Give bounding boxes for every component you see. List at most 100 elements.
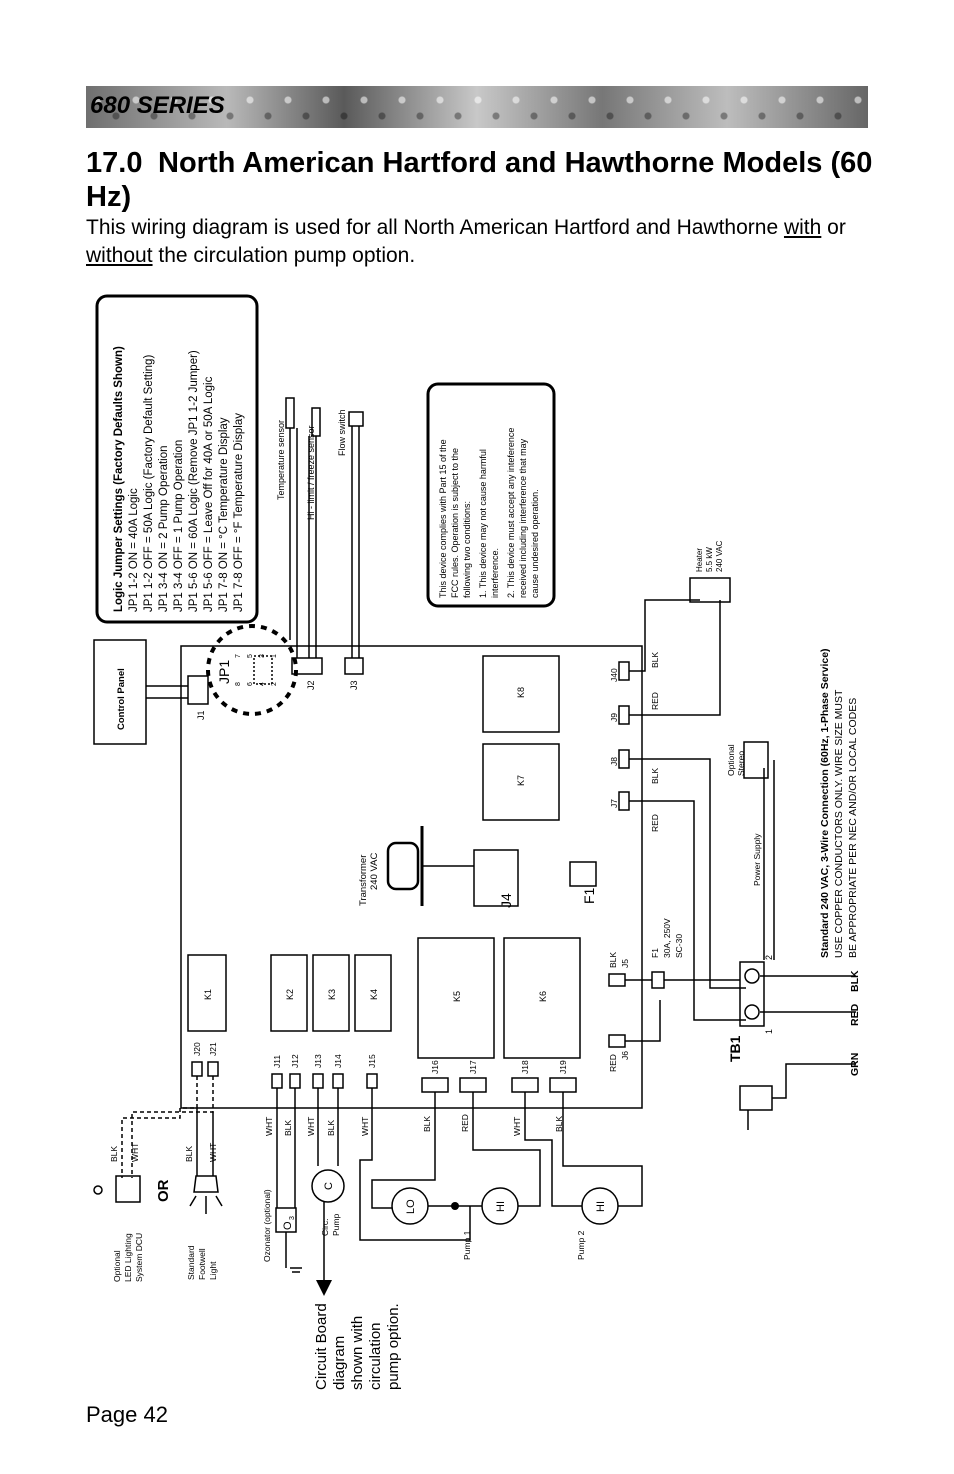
j16-blk-label: BLK (422, 1116, 432, 1132)
jp1-pin-5: 5 (247, 654, 254, 658)
j4-block (473, 849, 519, 907)
tb1-pin-1: 1 (764, 1029, 774, 1034)
jp1-pin-4: 4 (259, 682, 266, 686)
ozone-wht-label: WHT (264, 1117, 274, 1136)
jumper-settings-title: Logic Jumper Settings (Factory Defaults … (113, 346, 125, 612)
relay-k5 (417, 937, 495, 1059)
jp1-pin-1: 1 (271, 654, 278, 658)
jp1-pin-6: 6 (247, 682, 254, 686)
relay-k8-label: K8 (516, 687, 526, 698)
j19-blk-label: BLK (554, 1116, 564, 1132)
intro-text-2: the circulation pump option. (152, 244, 416, 267)
fcc-line: 1. This device may not cause harmful (478, 449, 488, 598)
caption-line: circulation (367, 1322, 384, 1390)
relay-k2 (270, 954, 308, 1032)
series-label: 680 SERIES (90, 92, 225, 119)
j2-label: J2 (306, 680, 316, 690)
section-number: 17.0 (86, 147, 143, 179)
j18-label: J18 (520, 1060, 530, 1074)
connector-j20 (191, 1061, 203, 1077)
pump1-wire-red (472, 1092, 541, 1207)
pump1-hi-symbol: HI (495, 1201, 507, 1212)
relay-k8 (482, 655, 560, 733)
pump1-lo-symbol: LO (405, 1199, 417, 1214)
footwell-label: Light (208, 1261, 218, 1280)
stereo-label: Stereo (736, 751, 746, 776)
pump1-wire-blk (371, 1092, 436, 1209)
fuse-rating: 30A, 250V (662, 918, 672, 958)
relay-k1-label: K1 (203, 989, 213, 1000)
ozone-blk-label: BLK (283, 1120, 293, 1136)
j4-label: J4 (498, 893, 514, 908)
relay-k1 (187, 954, 227, 1032)
section-title-text: North American Hartford and Hawthorne Mo… (86, 147, 873, 213)
connector-j11 (271, 1073, 283, 1089)
service-title: Standard 240 VAC, 3-Wire Connection (60H… (819, 648, 831, 958)
j17-label: J17 (468, 1060, 478, 1074)
relay-k2-label: K2 (285, 989, 295, 1000)
feed-red-label: RED (849, 1003, 861, 1026)
j1-label: J1 (196, 710, 206, 720)
control-panel (93, 639, 147, 745)
pump2-hi-motor (581, 1187, 619, 1225)
f1-label: F1 (581, 887, 597, 904)
right-wire-blk: BLK (650, 768, 660, 784)
footwell-lamp-icon (193, 1175, 219, 1193)
j18-wht-label: WHT (512, 1117, 522, 1136)
connector-j40 (618, 661, 630, 681)
temperature-sensor (285, 397, 295, 429)
jp1-label: JP1 (216, 660, 232, 684)
connector-j6 (608, 1034, 626, 1048)
right-wire-red: RED (650, 692, 660, 710)
connector-j16 (421, 1077, 449, 1093)
pump2-hi-symbol: HI (595, 1201, 607, 1212)
relay-k3-label: K3 (327, 989, 337, 1000)
jp1-highlight-circle (206, 624, 298, 716)
ozone-symbol: O (282, 1221, 294, 1230)
j20-label: J20 (192, 1042, 202, 1056)
k7-wire (629, 800, 746, 1021)
fcc-line: 2. This device must accept any inteferen… (506, 428, 516, 598)
heater (689, 577, 731, 603)
j15-wire (359, 1088, 471, 1241)
relay-k3 (312, 954, 350, 1032)
jumper-line: JP1 1-2 ON = 40A Logic (128, 488, 140, 612)
connector-j7 (618, 791, 630, 811)
connector-j21 (207, 1061, 219, 1077)
temperature-sensor-label: Temperature sensor (276, 420, 286, 500)
j1-connector (187, 675, 209, 705)
j21-label: J21 (208, 1042, 218, 1056)
jp1-pin-8: 8 (235, 682, 242, 686)
footwell-ray (189, 1195, 197, 1207)
j3-label: J3 (349, 680, 359, 690)
connector-j18 (511, 1077, 539, 1093)
jp1-pin-3: 3 (259, 654, 266, 658)
relay-k7-label: K7 (516, 775, 526, 786)
caption: Circuit Board diagram shown with circula… (313, 1303, 402, 1390)
right-wire-blk: BLK (650, 652, 660, 668)
jp1-pins (253, 655, 273, 685)
led-module (115, 1175, 141, 1203)
transformer-label: Transformer (358, 855, 369, 906)
circ-blk-label: BLK (326, 1120, 336, 1136)
pump2-label: Pump 2 (576, 1230, 586, 1260)
heater-voltage: 240 VAC (715, 540, 724, 572)
hilimit-sensor-label: Hi - limit / freeze sensor (306, 425, 316, 520)
ozone-subscript: 3 (289, 1216, 296, 1220)
flow-switch (348, 411, 364, 427)
heater-power: 5.5 kW (705, 547, 714, 572)
connector-j13 (312, 1073, 324, 1089)
jumper-line: JP1 5-6 OFF = Leave Off for 40A or 50A L… (203, 376, 215, 612)
j6-name-label: J6 (620, 1051, 630, 1060)
jp1-pin-7: 7 (235, 654, 242, 658)
heater-label: Heater (695, 548, 704, 572)
tb1-terminal-1 (744, 1004, 760, 1020)
tb1-terminal-block (739, 961, 765, 1027)
caption-arrow (316, 1280, 332, 1296)
connector-j12 (289, 1073, 301, 1089)
intro-paragraph: This wiring diagram is used for all Nort… (86, 214, 876, 270)
tb1-terminal-2 (744, 968, 760, 984)
relay-k7 (482, 743, 560, 821)
j6-wire (625, 1000, 661, 1042)
led-label: LED Lighting (123, 1233, 133, 1282)
